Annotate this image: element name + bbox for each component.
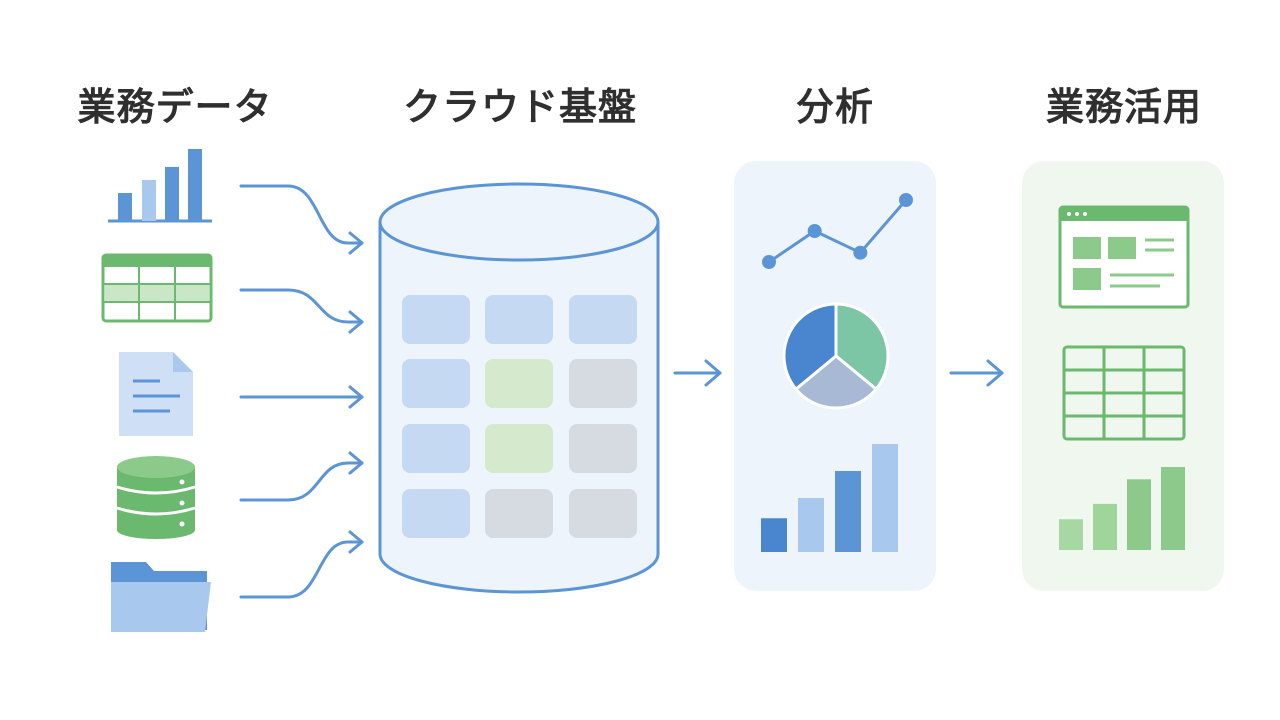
bar (761, 518, 787, 552)
dashboard-window-icon (1058, 205, 1190, 309)
bar-chart-icon (761, 444, 898, 552)
arrow-sheet-to-cloud (239, 288, 364, 324)
heading-analysis: 分析 (795, 85, 875, 129)
line-point (853, 245, 868, 260)
arrowhead (348, 451, 364, 475)
bar (1161, 467, 1185, 550)
pie-slice (834, 302, 890, 392)
arrow-barchart-to-cloud (239, 184, 364, 245)
table-icon (1062, 345, 1186, 441)
bar (835, 471, 861, 552)
line-point (807, 224, 822, 238)
bar (798, 498, 824, 552)
heading-business-data: 業務データ (77, 85, 273, 129)
arrow-cloud-to-analysis (673, 359, 722, 387)
bar (872, 444, 898, 552)
bar-chart-icon (108, 149, 212, 223)
spreadsheet-icon (101, 253, 213, 323)
database-icon (116, 456, 196, 539)
pie-slice (782, 302, 838, 392)
arrowhead (348, 231, 364, 255)
line-point (762, 255, 776, 269)
heading-business-use: 業務活用 (1045, 85, 1203, 129)
arrow-db-to-cloud (239, 461, 364, 502)
arrowhead (348, 310, 364, 334)
arrow-folder-to-cloud (239, 540, 364, 599)
arrow-analysis-to-use (949, 359, 1004, 387)
bar (1127, 479, 1151, 550)
folder-icon (111, 562, 211, 632)
line-chart-icon (762, 193, 913, 269)
heading-cloud-platform: クラウド基盤 (402, 85, 638, 129)
document-icon (119, 352, 193, 436)
line-series (768, 199, 908, 264)
pie-chart-icon (782, 302, 890, 410)
cloud-data-grid (402, 295, 637, 538)
arrowhead (348, 385, 364, 409)
line-point (899, 193, 913, 207)
bar-chart-icon (1059, 467, 1185, 550)
bar (1059, 519, 1083, 550)
arrowhead (348, 530, 364, 554)
pie-slice (793, 354, 879, 410)
bar (1093, 503, 1117, 550)
